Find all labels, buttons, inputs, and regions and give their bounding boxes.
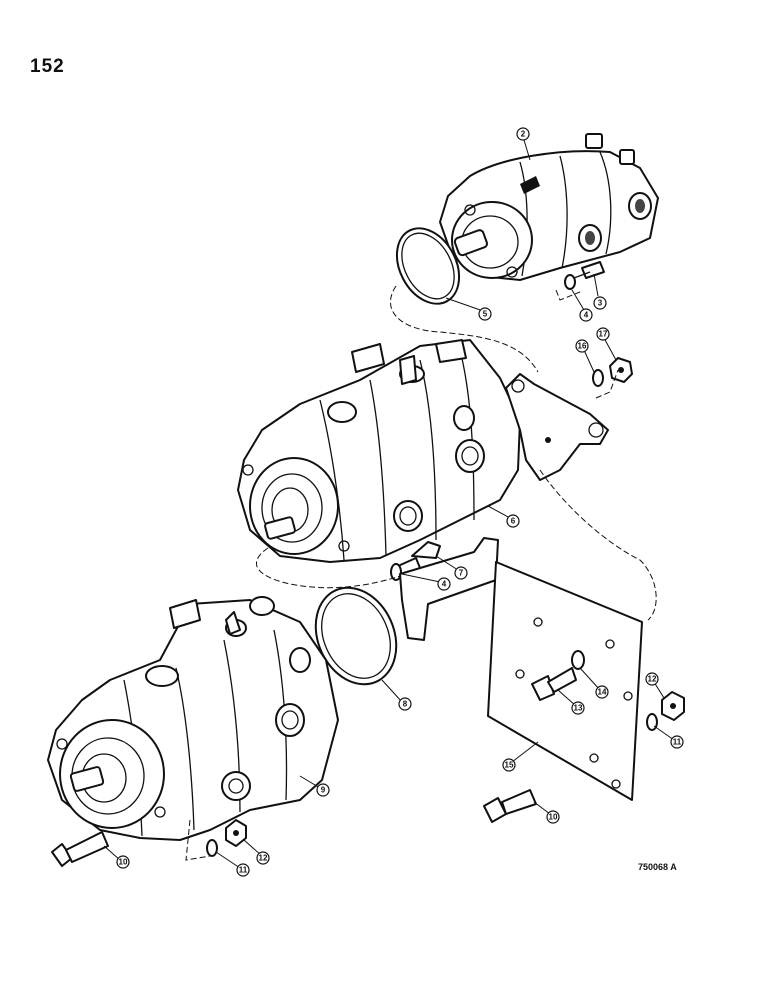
callout-10-right: 10 bbox=[546, 810, 560, 824]
callout-11-right: 11 bbox=[670, 735, 684, 749]
svg-text:12: 12 bbox=[648, 675, 657, 684]
svg-text:3: 3 bbox=[598, 299, 603, 308]
callout-10-left: 10 bbox=[116, 855, 130, 869]
svg-text:4: 4 bbox=[584, 311, 589, 320]
callout-11-lower: 11 bbox=[236, 863, 250, 877]
callout-16-top: 16 bbox=[575, 339, 589, 353]
mounting-bracket bbox=[505, 373, 609, 481]
svg-text:17: 17 bbox=[599, 330, 608, 339]
callout-13: 13 bbox=[571, 701, 585, 715]
svg-text:4: 4 bbox=[442, 580, 447, 589]
gear-pump bbox=[439, 133, 659, 281]
mounting-plate-15 bbox=[399, 537, 643, 801]
svg-text:8: 8 bbox=[403, 700, 408, 709]
nut-12-washer-11-right bbox=[646, 691, 685, 731]
svg-text:6: 6 bbox=[511, 517, 516, 526]
svg-text:9: 9 bbox=[321, 786, 326, 795]
callout-4-top: 4 bbox=[579, 308, 593, 322]
callout-7: 7 bbox=[454, 566, 468, 580]
svg-text:2: 2 bbox=[521, 130, 526, 139]
bolt-13-washer-14 bbox=[531, 650, 585, 701]
callout-15: 15 bbox=[502, 758, 516, 772]
callout-4-middle: 4 bbox=[437, 577, 451, 591]
alignment-lines bbox=[185, 285, 657, 861]
svg-text:14: 14 bbox=[598, 688, 607, 697]
callout-8: 8 bbox=[398, 697, 412, 711]
drawing-id: 750068 A bbox=[638, 862, 677, 872]
page-number: 152 bbox=[30, 56, 65, 77]
svg-text:16: 16 bbox=[578, 342, 587, 351]
callout-14: 14 bbox=[595, 685, 609, 699]
svg-text:10: 10 bbox=[119, 858, 128, 867]
nut-17-washer-16 bbox=[592, 357, 633, 387]
svg-text:7: 7 bbox=[459, 569, 464, 578]
svg-text:15: 15 bbox=[505, 761, 514, 770]
callout-12-right: 12 bbox=[645, 672, 659, 686]
callout-17: 17 bbox=[596, 327, 610, 341]
callout-6: 6 bbox=[506, 514, 520, 528]
piston-pump-6 bbox=[237, 339, 521, 563]
piston-pump-9 bbox=[47, 596, 339, 841]
callout-9: 9 bbox=[316, 783, 330, 797]
bolt-3-and-washer-4 bbox=[564, 261, 605, 290]
callout-2: 2 bbox=[516, 127, 530, 141]
nut-12-washer-11-lower bbox=[206, 819, 247, 857]
callout-5: 5 bbox=[478, 307, 492, 321]
bolt-10-left bbox=[51, 831, 109, 867]
svg-text:11: 11 bbox=[673, 738, 682, 747]
callout-12-lower: 12 bbox=[256, 851, 270, 865]
bolt-10-right bbox=[483, 789, 537, 823]
svg-text:12: 12 bbox=[259, 854, 268, 863]
callout-3: 3 bbox=[593, 296, 607, 310]
svg-text:5: 5 bbox=[483, 310, 488, 319]
svg-text:11: 11 bbox=[239, 866, 248, 875]
svg-text:13: 13 bbox=[574, 704, 583, 713]
svg-text:10: 10 bbox=[549, 813, 558, 822]
